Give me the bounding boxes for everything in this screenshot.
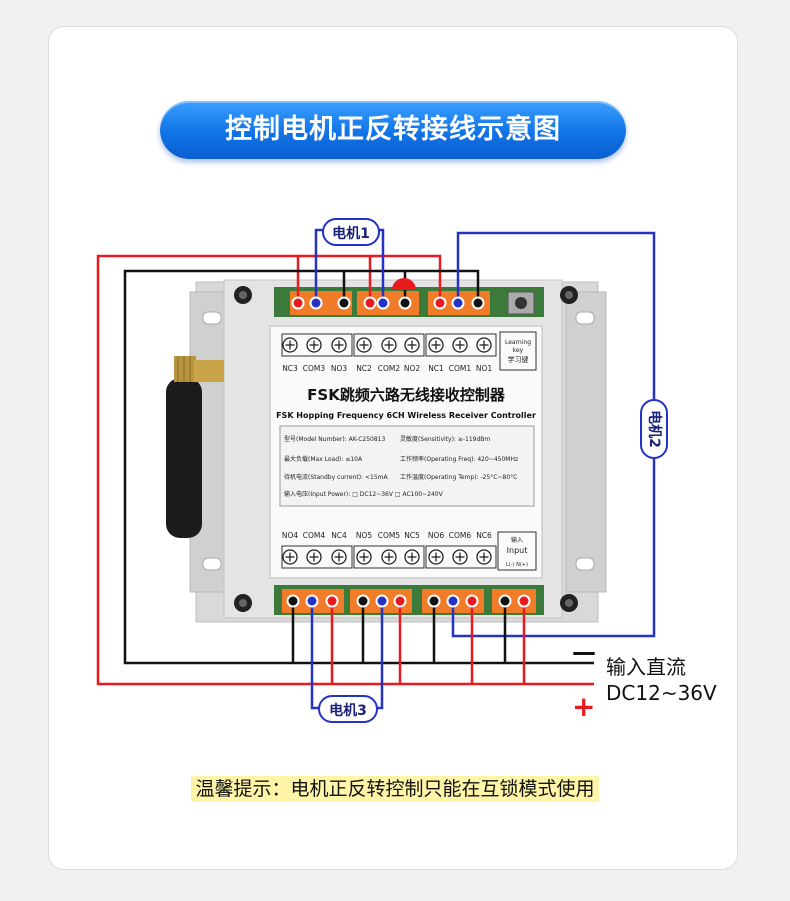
input-box-pins: L(-) N(+)	[506, 562, 528, 568]
terminal-label: NO6	[428, 531, 445, 540]
learning-key-box	[499, 331, 537, 371]
bottom-screw-row	[281, 531, 537, 571]
terminal-label: NO3	[331, 364, 348, 373]
input-box-en: Input	[507, 546, 528, 555]
terminal-label: NC1	[428, 364, 444, 373]
minus-sign: —	[572, 638, 596, 666]
terminal-label: COM2	[378, 364, 401, 373]
spec-freq: 工作频率(Operating Freq): 420~450MHz	[400, 455, 518, 463]
terminal-label: NC6	[476, 531, 492, 540]
terminal-label: NC2	[356, 364, 372, 373]
svg-text:电机1: 电机1	[332, 225, 370, 242]
antenna-icon	[166, 356, 224, 538]
terminal-label: COM4	[303, 531, 326, 540]
spec-power: 输入电压(Input Power): □ DC12~36V □ AC100~24…	[284, 490, 444, 498]
input-box	[497, 531, 537, 571]
learning-key-en2: key	[513, 347, 524, 354]
tip-text: 温馨提示：电机正反转控制只能在互锁模式使用	[0, 774, 790, 802]
spec-model: 型号(Model Number): AK-C250813	[284, 435, 385, 443]
spec-temp: 工作温度(Operating Temp): -25°C~80°C	[400, 473, 517, 481]
plus-sign: +	[572, 690, 595, 723]
terminal-label: NO4	[282, 531, 299, 540]
device-title-en: FSK Hopping Frequency 6CH Wireless Recei…	[276, 411, 536, 420]
terminal-label: COM1	[449, 364, 472, 373]
terminal-label: COM6	[449, 531, 472, 540]
spec-max-load: 最大负载(Max Load): ≤10A	[284, 455, 363, 463]
terminal-label: NC4	[331, 531, 347, 540]
terminal-label: COM3	[303, 364, 326, 373]
learning-key-cn: 学习键	[508, 355, 529, 364]
power-label-dc: DC12~36V	[606, 681, 717, 705]
terminal-label: NO5	[356, 531, 373, 540]
terminal-label: NC3	[282, 364, 298, 373]
svg-text:电机2: 电机2	[646, 410, 663, 448]
spec-sensitivity: 灵敏度(Sensitivity): ≥-119dBm	[400, 435, 490, 443]
device-title-cn: FSK跳频六路无线接收控制器	[307, 386, 506, 404]
learning-key-en1: Learning	[505, 339, 531, 346]
motor1-label: 电机1	[322, 218, 380, 246]
wires	[96, 228, 656, 710]
terminal-label: NO1	[476, 364, 493, 373]
input-box-cn: 输入	[511, 536, 523, 544]
page-title: 控制电机正反转接线示意图	[160, 101, 626, 159]
terminal-label: NC5	[404, 531, 420, 540]
svg-text:电机3: 电机3	[329, 702, 367, 719]
spec-standby: 待机电流(Standby current): <15mA	[284, 473, 388, 481]
motor3-label: 电机3	[318, 695, 378, 723]
top-screw-row	[281, 331, 537, 371]
power-label-cn: 输入直流	[606, 655, 686, 679]
spec-box	[279, 425, 535, 507]
terminal-label: COM5	[378, 531, 401, 540]
motor2-label: 电机2	[640, 399, 668, 459]
terminal-label: NO2	[404, 364, 421, 373]
bottom-terminal-block	[282, 589, 536, 613]
